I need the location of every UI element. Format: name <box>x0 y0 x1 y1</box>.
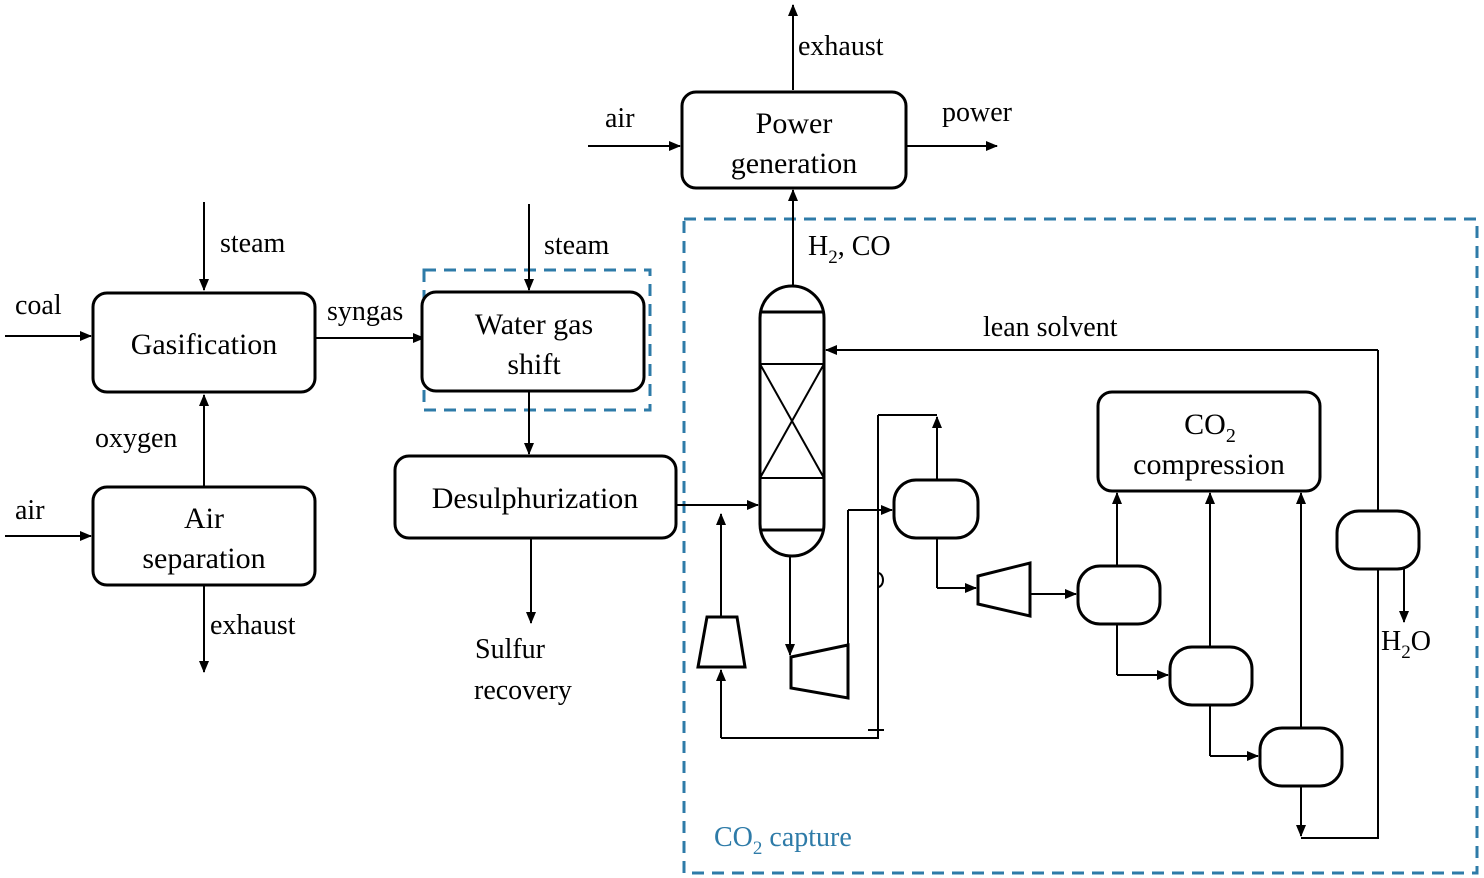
power-label: power <box>942 97 1013 128</box>
exhaust-bottom-label: exhaust <box>210 610 296 641</box>
power-generation-line2: generation <box>731 147 858 180</box>
recycle-compressor <box>696 615 747 669</box>
line-crossover-hop <box>877 572 884 588</box>
air-separation-line2: separation <box>142 542 265 575</box>
co2-compression-line2: compression <box>1133 448 1285 481</box>
syngas-label: syngas <box>327 296 403 327</box>
air-left-label: air <box>15 495 45 526</box>
water-separator-drum <box>1335 509 1421 571</box>
recycle-return-line <box>721 415 879 739</box>
coal-label: coal <box>15 290 62 321</box>
co2-capture-frame <box>682 217 1479 875</box>
air-separation-line1: Air <box>184 502 224 535</box>
water-gas-shift-box <box>420 290 646 393</box>
steam-right-label: steam <box>544 230 610 261</box>
absorber-packing-cross-b <box>759 363 825 479</box>
oxygen-label: oxygen <box>95 423 177 454</box>
flash-drum-4 <box>1258 726 1344 788</box>
power-generation-line1: Power <box>756 107 833 140</box>
water-gas-shift-line2: shift <box>507 348 561 381</box>
rich-solvent-turbine <box>789 643 850 700</box>
co2-capture-label: CO2 capture <box>714 822 852 859</box>
air-top-label: air <box>605 103 635 134</box>
flash-drum-3 <box>1168 645 1254 707</box>
gasification-label: Gasification <box>131 328 278 361</box>
co2-compression-box <box>1096 390 1322 493</box>
desulphurization-box <box>393 454 678 540</box>
stage-compressor <box>976 561 1032 618</box>
lean-solvent-label: lean solvent <box>983 312 1118 343</box>
h2o-label: H2O <box>1381 626 1431 663</box>
desulphurization-label: Desulphurization <box>432 482 639 515</box>
solvent-return-line <box>1301 570 1379 839</box>
sulfur-line1: Sulfur <box>475 634 546 665</box>
gasification-box <box>91 291 317 394</box>
sulfur-line2: recovery <box>474 675 572 706</box>
flash-drum-2 <box>1076 564 1162 626</box>
power-generation-box <box>680 90 908 190</box>
steam-left-label: steam <box>220 228 286 259</box>
flash-drum-1 <box>892 478 980 540</box>
exhaust-top-label: exhaust <box>798 31 884 62</box>
h2-co-label: H2, CO <box>808 231 891 268</box>
co2-compression-line1: CO2 <box>1184 408 1236 447</box>
water-gas-shift-line1: Water gas <box>475 308 593 341</box>
